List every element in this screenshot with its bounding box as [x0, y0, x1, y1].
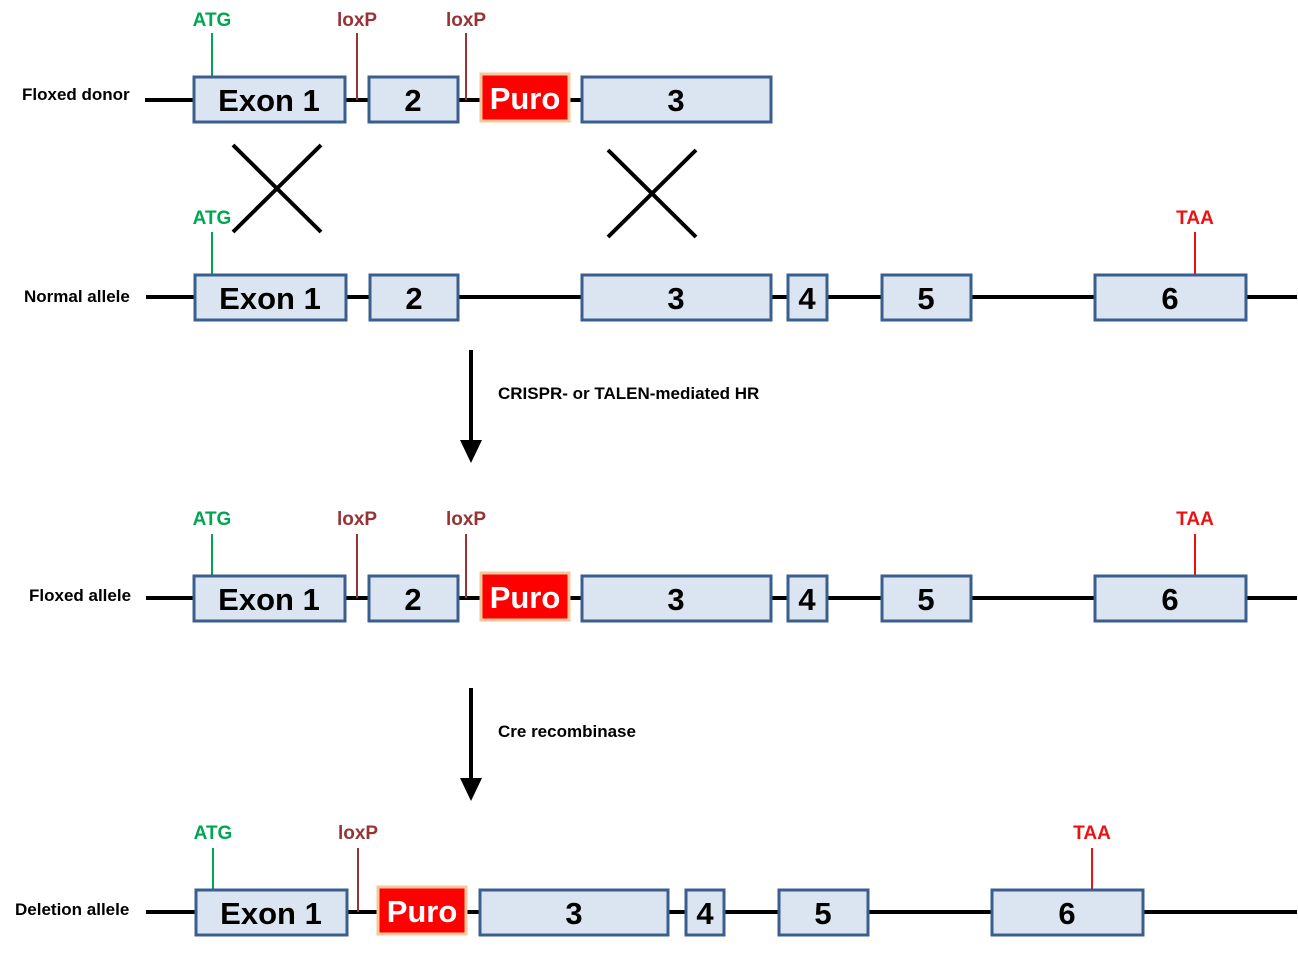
exon-box [684, 888, 726, 937]
exon-label: Exon 1 [218, 582, 320, 617]
exon-box [192, 574, 347, 623]
exon-box [880, 574, 973, 623]
exon-label: 5 [917, 281, 934, 316]
exon-label: 3 [667, 83, 684, 118]
exon-label: 4 [696, 896, 714, 931]
exon-box [368, 273, 460, 322]
puro-label: Puro [387, 894, 458, 929]
row-label: Normal allele [24, 287, 130, 306]
crossover-x [231, 143, 323, 234]
row-label: Deletion allele [15, 900, 129, 919]
exon-label: 6 [1161, 281, 1178, 316]
exon-box [580, 574, 773, 623]
row-normal-allele: Normal allele ATG TAA Exon 1 2 3 4 5 6 [24, 208, 1297, 322]
exon-box [786, 273, 829, 322]
loxp-label: loxP [446, 509, 486, 530]
exon-box [193, 273, 348, 322]
exon-label: Exon 1 [219, 281, 321, 316]
exon-label: 5 [917, 582, 934, 617]
exon-box [786, 574, 829, 623]
atg-label: ATG [193, 509, 232, 530]
exon-box [367, 75, 460, 124]
exon-box [478, 888, 670, 937]
exon-label: 6 [1058, 896, 1075, 931]
taa-label: TAA [1073, 823, 1111, 844]
exon-label: 3 [667, 281, 684, 316]
exon-label: 4 [798, 582, 816, 617]
loxp-label: loxP [338, 823, 378, 844]
puro-label: Puro [490, 81, 561, 116]
puro-box [479, 571, 571, 622]
exon-box [880, 273, 973, 322]
crossover-x [606, 148, 698, 239]
step-arrow [460, 350, 482, 463]
exon-label: 5 [814, 896, 831, 931]
exon-label: 3 [565, 896, 582, 931]
exon-label: 3 [667, 582, 684, 617]
exon-label: 2 [404, 83, 421, 118]
puro-box [479, 72, 571, 123]
row-label: Floxed allele [29, 586, 131, 605]
exon-box [194, 888, 349, 937]
exon-box [1093, 273, 1248, 322]
row-floxed-donor: Floxed donor ATG loxP loxP Exon 1 2 Puro… [22, 10, 773, 124]
loxp-label: loxP [337, 10, 377, 31]
step-arrow [460, 688, 482, 801]
exon-box [192, 75, 347, 124]
exon-label: 2 [405, 281, 422, 316]
exon-box [990, 888, 1145, 937]
exon-box [580, 273, 773, 322]
exon-label: 2 [404, 582, 421, 617]
exon-label: 6 [1161, 582, 1178, 617]
taa-label: TAA [1176, 509, 1214, 530]
loxp-label: loxP [446, 10, 486, 31]
exon-box [777, 888, 870, 937]
exon-label: Exon 1 [220, 896, 322, 931]
puro-box [376, 885, 468, 936]
taa-label: TAA [1176, 208, 1214, 229]
atg-label: ATG [194, 823, 233, 844]
atg-label: ATG [193, 10, 232, 31]
atg-label: ATG [193, 208, 232, 229]
exon-label: 4 [798, 281, 816, 316]
row-label: Floxed donor [22, 85, 130, 104]
step-label: CRISPR- or TALEN-mediated HR [498, 384, 759, 403]
row-floxed-allele: Floxed allele ATG loxP loxP TAA Exon 1 2… [29, 509, 1297, 623]
exon-label: Exon 1 [218, 83, 320, 118]
puro-label: Puro [490, 580, 561, 615]
exon-box [580, 75, 773, 124]
step-label: Cre recombinase [498, 722, 636, 741]
exon-box [1093, 574, 1248, 623]
exon-box [367, 574, 460, 623]
row-deletion-allele: Deletion allele ATG loxP TAA Exon 1 Puro… [15, 823, 1297, 937]
loxp-label: loxP [337, 509, 377, 530]
